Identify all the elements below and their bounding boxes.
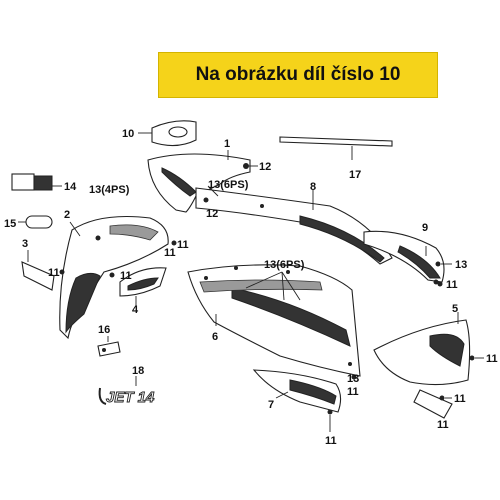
part-1-front-inner-cover [147, 150, 258, 213]
callout-17: 17 [349, 169, 361, 181]
callout-11-c: 11 [48, 267, 60, 279]
callout-8: 8 [310, 181, 316, 193]
part-number-banner: Na obrázku díl číslo 10 [158, 52, 438, 98]
callout-11-e: 11 [446, 279, 458, 291]
callout-11-a: 11 [177, 239, 189, 251]
callout-18: 18 [132, 365, 144, 377]
callout-13-bottom: 13 [347, 373, 359, 385]
part-17-strip [279, 136, 393, 160]
callout-14: 14 [64, 181, 77, 193]
callout-4: 4 [132, 304, 139, 316]
callout-15: 15 [4, 218, 16, 230]
callout-6: 6 [212, 331, 218, 343]
part-16-clip [97, 336, 121, 357]
callout-11-i: 11 [437, 419, 449, 431]
part-14-switch [11, 173, 62, 191]
part-18-logo-decal: JET 14 [98, 376, 155, 406]
callout-12-top: 12 [259, 161, 271, 173]
part-2-left-front-panel [59, 216, 169, 340]
callout-13-6ps-upper: 13(6PS) [208, 179, 249, 191]
callout-1: 1 [224, 138, 230, 150]
screw-markers [59, 240, 443, 380]
callout-2: 2 [64, 209, 70, 221]
callout-16: 16 [98, 324, 110, 336]
callout-13-right: 13 [455, 259, 467, 271]
part-5-rear-fender [373, 312, 484, 419]
callout-12-lower: 12 [206, 208, 218, 220]
logo-text: JET 14 [106, 389, 155, 406]
callout-9: 9 [422, 222, 428, 234]
part-3-bracket [21, 250, 55, 291]
callout-7: 7 [268, 399, 274, 411]
callout-13-4ps: 13(4PS) [89, 184, 130, 196]
part-8-side-rail [195, 185, 393, 265]
callout-3: 3 [22, 238, 28, 250]
callout-11-j: 11 [325, 435, 337, 447]
callout-11-b: 11 [164, 247, 176, 259]
callout-5: 5 [452, 303, 458, 315]
callout-11-h: 11 [454, 393, 466, 405]
callout-10: 10 [122, 128, 134, 140]
callout-11-f: 11 [486, 353, 498, 365]
callout-11-g: 11 [347, 386, 359, 398]
part-4-inner-panel [119, 267, 167, 306]
callout-11-d: 11 [120, 270, 132, 282]
callout-13-6ps-lower: 13(6PS) [264, 259, 305, 271]
part-15-grommet [18, 215, 53, 229]
part-7-lower-rear-piece [252, 369, 342, 432]
part-6-lower-side-cover [187, 264, 361, 377]
part-9-rear-side-panel [363, 230, 452, 285]
part-10-top-cover [138, 120, 197, 147]
banner-text: Na obrázku díl číslo 10 [195, 64, 401, 85]
